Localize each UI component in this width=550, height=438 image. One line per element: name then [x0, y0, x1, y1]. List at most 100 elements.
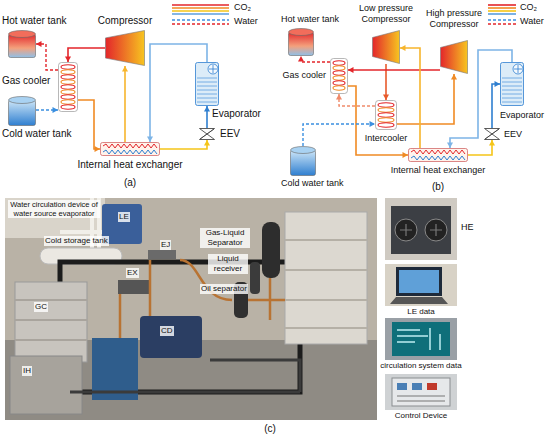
illustration-ellipse	[61, 85, 75, 89]
illustration-ellipse	[378, 123, 394, 127]
illustration-rect	[59, 63, 78, 112]
illustration-line	[488, 10, 516, 12]
pipe-line	[68, 48, 105, 62]
label-anchor: Internal heat exchanger	[391, 165, 486, 176]
component-icon	[500, 62, 524, 106]
pipe-connector	[400, 45, 420, 148]
illustration-polygon	[106, 31, 145, 66]
label-anchor: circulation system data	[380, 361, 461, 371]
illustration-ellipse	[378, 113, 394, 117]
illustration-line	[502, 78, 522, 79]
pipe-line	[303, 124, 375, 146]
label-anchor: Water	[234, 16, 258, 27]
illustration-rect	[399, 270, 439, 293]
illustration-path	[103, 144, 157, 148]
compressor-node: High pressure Compressor	[440, 40, 468, 74]
arrow-head	[451, 74, 457, 80]
valve-node: EEV	[199, 128, 215, 140]
component-icon	[8, 30, 36, 58]
illustration-rect	[118, 280, 150, 294]
part-label: LE	[118, 212, 130, 222]
illustration-line	[197, 78, 217, 79]
illustration-ellipse	[378, 108, 394, 112]
illustration-line	[197, 82, 217, 83]
arrow-head	[65, 57, 71, 63]
label-anchor: (b)	[432, 181, 444, 193]
label-anchor: Oil separator	[200, 284, 248, 294]
illustration-rect	[501, 63, 524, 106]
illustration-ellipse	[61, 70, 75, 74]
label-anchor: Internal heat exchanger	[77, 159, 182, 171]
arrow-head	[147, 137, 153, 143]
illustration-polygon	[441, 41, 468, 74]
illustration-path	[411, 150, 465, 154]
label-anchor: Evaporator	[212, 108, 261, 120]
pipe-connector	[348, 86, 408, 158]
pipe-line	[492, 84, 500, 128]
illustration-ellipse	[61, 80, 75, 84]
legend-samples-b	[488, 5, 516, 24]
arrow-head	[204, 140, 210, 146]
illustration-rect	[148, 250, 176, 259]
component-label: Gas cooler	[2, 75, 50, 87]
arrow-head	[336, 94, 342, 100]
illustration-path	[514, 65, 522, 73]
photo-caption: circulation system data	[380, 361, 461, 371]
component-label: EEV	[220, 128, 240, 140]
arrow-head	[36, 41, 42, 47]
component-icon	[330, 58, 348, 94]
illustration-rect	[196, 63, 219, 106]
arrow-head	[95, 146, 101, 152]
photo-caption: HE	[461, 222, 474, 233]
illustration-line	[197, 90, 217, 91]
photo-caption: Control Device	[395, 411, 447, 421]
panel-label: (a)	[124, 177, 136, 189]
component-icon	[288, 28, 314, 56]
panel-label: (c)	[264, 423, 276, 435]
illustration-rect	[140, 316, 202, 358]
pipe-connector	[36, 107, 58, 113]
pipe-line	[78, 100, 100, 149]
photo-caption: LE data	[407, 307, 435, 317]
illustration-line	[197, 102, 217, 103]
pipe-connector	[298, 56, 330, 62]
label-anchor: CO₂	[234, 2, 251, 13]
illustration-ellipse	[61, 90, 75, 94]
illustration-ellipse	[289, 29, 314, 36]
pipe-connector	[303, 121, 375, 146]
illustration-line	[502, 86, 522, 87]
label-anchor: Hot water tank	[2, 15, 66, 27]
component-icon	[199, 128, 215, 140]
label-anchor: Liquid receiver	[208, 254, 248, 274]
pipe-connector	[65, 48, 105, 62]
component-label: Internal heat exchanger	[391, 165, 486, 176]
illustration-rect	[250, 262, 260, 294]
pipe-line	[301, 56, 330, 62]
label-anchor: GC	[34, 302, 48, 312]
label-anchor: CD	[160, 326, 174, 336]
le-data-photo	[385, 264, 457, 306]
illustration-path	[397, 328, 440, 350]
illustration-ellipse	[378, 118, 394, 122]
illustration-rect	[409, 149, 468, 162]
component-label: Hot water tank	[2, 15, 66, 27]
label-anchor: LE	[118, 212, 130, 222]
illustration-line	[502, 98, 522, 99]
illustration-line	[197, 98, 217, 99]
illustration-polygon	[485, 129, 500, 140]
component-icon	[484, 128, 500, 140]
label-anchor: EEV	[220, 128, 240, 140]
compressor-node: Compressor	[105, 30, 145, 66]
component-label: EEV	[504, 129, 522, 140]
pipe-connector	[122, 66, 128, 142]
part-label: Oil separator	[200, 284, 248, 294]
pipe-line	[397, 74, 454, 124]
illustration-rect	[9, 100, 36, 126]
label-anchor: Cold storage tank	[44, 236, 109, 246]
heat-exchanger-node: Internal heat exchanger	[408, 148, 468, 162]
component-label: Cold water tank	[2, 128, 71, 140]
illustration-circle	[208, 64, 218, 74]
lab-photo	[5, 198, 377, 420]
legend-text: Water	[234, 16, 258, 27]
